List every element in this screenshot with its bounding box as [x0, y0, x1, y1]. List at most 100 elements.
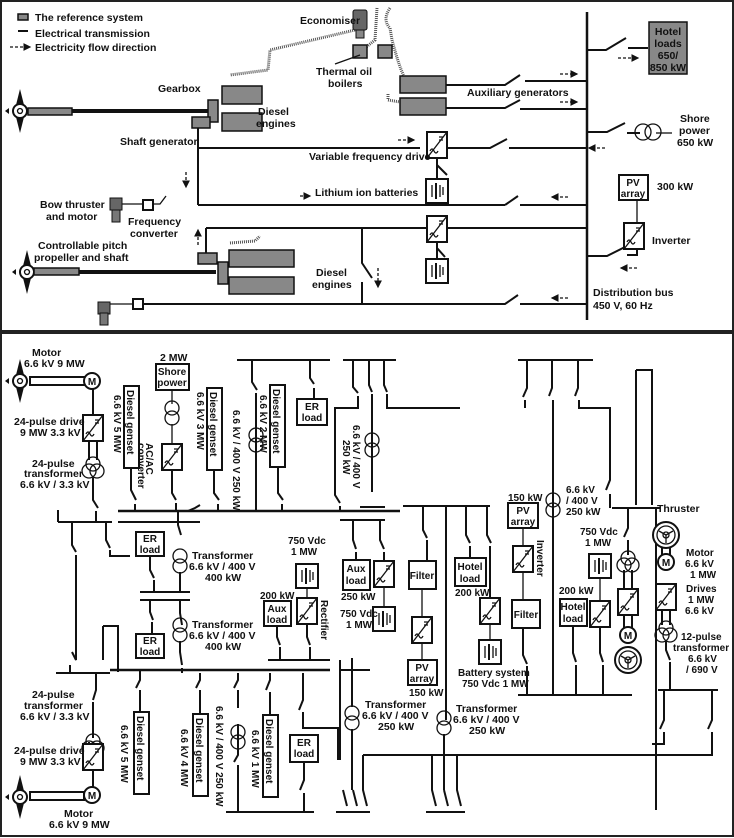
- er-load-top: [296, 398, 328, 426]
- propeller-bot-icon: [4, 774, 28, 820]
- transformer-bot-b-label: 6.6 kV / 400 V: [453, 714, 520, 726]
- bus-tie-breaker: [361, 228, 373, 304]
- diesel-genset-5: [192, 713, 209, 797]
- vdc-label: 750 Vdc: [288, 536, 326, 547]
- bus-tie-left: [57, 510, 77, 672]
- transformer-bot-b-label: 250 kW: [469, 725, 505, 737]
- rectifier-d-breaker: [599, 627, 604, 695]
- xf-mid-label: 6.6 kV / 400 V: [350, 425, 361, 489]
- diesel-genset-4-label: Diesel genset: [134, 716, 145, 781]
- xf400b-cable-2: [179, 641, 183, 673]
- hotel-b-breaker: [572, 626, 577, 695]
- xf-bot-b-breakers: [431, 755, 462, 807]
- exhaust-duct: [229, 28, 356, 77]
- transformer-250a-label: 6.6 kV / 400 V 250 kW: [230, 410, 241, 511]
- rectifier-label: Rectifier: [318, 600, 329, 640]
- thruster-a-drive-icon: [617, 588, 639, 616]
- thruster-b-breaker: [665, 640, 671, 690]
- drive-top-label: 9 MW 3.3 kV: [20, 427, 81, 439]
- aux-label: Aux: [268, 604, 287, 615]
- hotel-breaker: [587, 37, 648, 51]
- drive-bot-label: 24-pulse drive: [14, 745, 85, 757]
- aux-label: load: [346, 576, 367, 587]
- thruster-b-motor-icon: [657, 553, 675, 571]
- xfmr-top-breaker: [92, 476, 99, 522]
- thruster-b-wheel-icon: [652, 521, 680, 549]
- frequency-converter-label-1: Frequency: [128, 216, 181, 228]
- transformer-400a-label: 400 kW: [205, 572, 241, 584]
- pv-array-a: [407, 659, 438, 686]
- leader-line: [334, 54, 361, 65]
- pv-array-label: array: [621, 189, 646, 200]
- bow-thruster-label-1: Bow thruster: [40, 199, 105, 211]
- battery-d-icon: [588, 553, 612, 579]
- pv-label: PV: [415, 663, 429, 674]
- diesel-genset-1-label: Diesel genset: [124, 390, 135, 455]
- xf400a-cable: [177, 511, 182, 536]
- er-label: load: [140, 647, 161, 658]
- filter-b-breaker: [522, 628, 528, 695]
- drive-bot-label: 9 MW 3.3 kV: [20, 756, 81, 768]
- propeller-2-icon: [11, 249, 35, 295]
- shaft-generator-label: Shaft generator: [120, 136, 198, 148]
- shore-power-label: power: [679, 125, 710, 137]
- inverter-label: Inverter: [652, 235, 691, 247]
- xf-bot-a-breakers: [342, 755, 368, 807]
- hotel-a-breaker: [465, 506, 471, 558]
- cables: [623, 615, 633, 628]
- shore-breaker: [587, 122, 640, 134]
- er-label: ER: [297, 738, 312, 749]
- gearbox: [207, 99, 219, 123]
- thruster-xfmr-label: / 690 V: [686, 665, 718, 676]
- converter-b-icon: [373, 560, 395, 588]
- aux-gen-2-breaker: [446, 99, 587, 110]
- diesel-engines-label-1: Diesel: [258, 106, 289, 118]
- hotel-loads-label: Hotel: [655, 26, 681, 38]
- filter-b: [511, 599, 541, 629]
- diesel-genset-4: [133, 711, 150, 795]
- thruster-xfmr-label: transformer: [673, 643, 729, 654]
- motor-top-label: Motor: [32, 347, 61, 359]
- transformer-400a-label: 6.6 kV / 400 V: [189, 561, 256, 573]
- aux-kw-label: 200 kW: [260, 591, 295, 602]
- motor-bot-label: 6.6 kV 9 MW: [49, 819, 110, 831]
- hotel-load-a: [454, 557, 487, 587]
- pv-b-kw: 150 kW: [508, 493, 543, 504]
- hotel-loads-label: 650/: [658, 50, 679, 62]
- diesel-genset-5-label: Diesel genset: [193, 718, 204, 783]
- diesel-genset-1-rating: 6.6 kV 5 MW: [111, 395, 122, 453]
- bow-thruster-label-2: and motor: [46, 211, 97, 223]
- bus-tie-left-2: [105, 522, 130, 557]
- pv-kw: 150 kW: [409, 688, 444, 699]
- rectifier-breaker: [306, 624, 311, 660]
- shaft-generator: [191, 116, 211, 129]
- diesel-genset-4-rating: 6.6 kV 5 MW: [118, 725, 129, 783]
- transformer-400a-label: Transformer: [192, 550, 253, 562]
- hotel-b-kw: 200 kW: [559, 586, 594, 597]
- thermal-oil-loop: [384, 7, 407, 79]
- rectifier-d-icon: [589, 600, 611, 628]
- pv-inverter-a-icon: [411, 616, 433, 644]
- aux-label: load: [267, 615, 288, 626]
- shaft-generator-2: [197, 252, 218, 265]
- xf-right-label: / 400 V: [566, 496, 598, 507]
- battery-2-icon: [425, 258, 449, 284]
- er-c-feeder: [298, 673, 339, 760]
- xfmr-bot-breaker: [92, 673, 97, 738]
- cpp-label-1: Controllable pitch: [38, 240, 127, 252]
- aux-generator-2: [399, 97, 447, 116]
- inverter-breaker: [587, 246, 638, 257]
- transformer-400b-label: 6.6 kV / 400 V: [189, 630, 256, 642]
- aux-gen-1-breaker: [446, 74, 587, 86]
- rectifier-icon: [296, 597, 318, 625]
- battery-converter-icon: [479, 597, 501, 625]
- bottom-diagram: Motor 6.6 kV 9 MW 24-pulse drive 9 MW 3.…: [4, 347, 729, 831]
- propeller-1-icon: [4, 88, 28, 134]
- diesel-genset-5-rating: 6.6 kV 4 MW: [178, 729, 189, 787]
- shore-transformer-icon: [164, 400, 180, 426]
- diesel-genset-6-rating: 6.6 kV 1 MW: [249, 730, 260, 788]
- diesel-genset-2-rating: 6.6 kV 3 MW: [194, 392, 205, 450]
- xfmr-bot-label: 6.6 kV / 3.3 kV: [20, 711, 89, 723]
- bus-tie-left-3: [102, 625, 119, 672]
- xf400b-cable: [179, 600, 183, 626]
